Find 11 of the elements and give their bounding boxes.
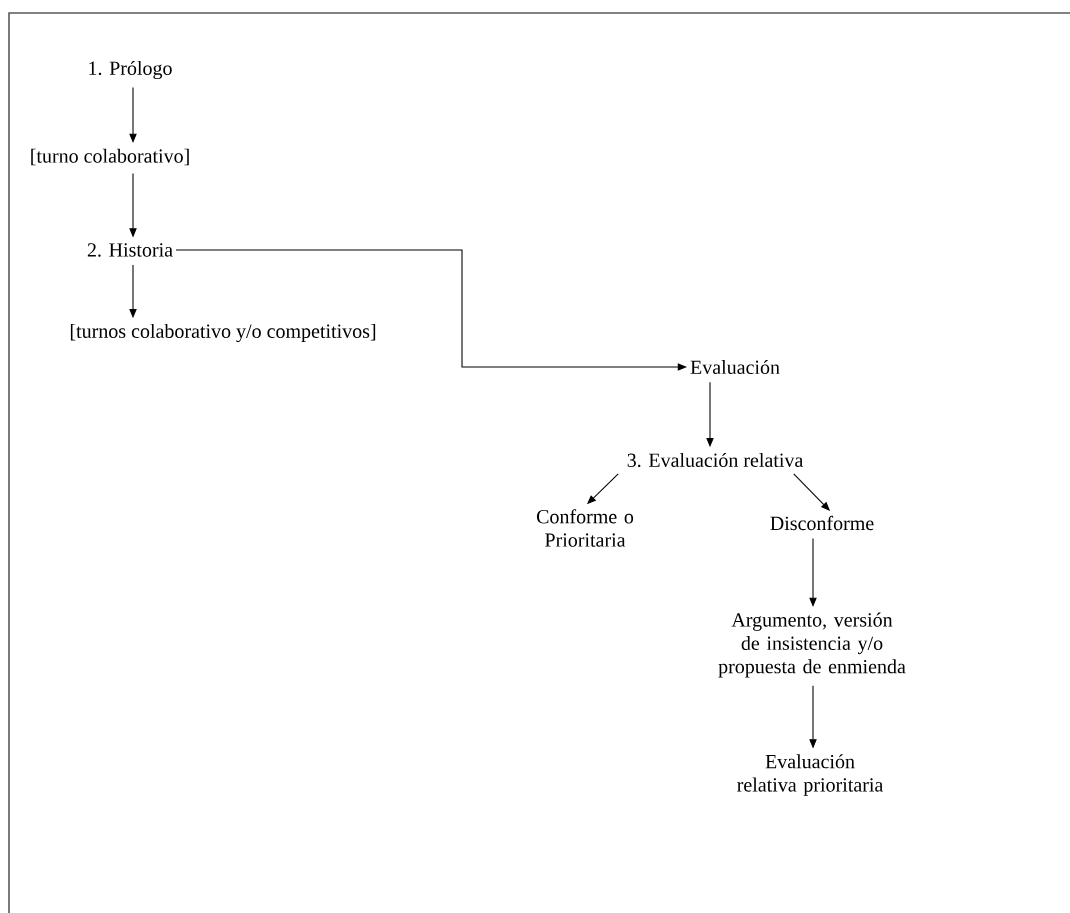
flow-step-label: Evaluación relativa prioritaria — [737, 754, 884, 796]
flow-step-label: 2. Historia — [87, 243, 173, 257]
flow-step-label: 1. Prólogo — [89, 60, 172, 80]
flow-step-label: [turno colaborativo] — [31, 148, 189, 166]
arrow — [809, 537, 817, 607]
flow-step-label: 3. Evaluación relativa — [627, 452, 804, 468]
flow-step-label: Argumento, versión de insistencia y/o propuesta de enmienda — [718, 612, 906, 678]
flow-step-label: [turnos colaborativo y/o competitivos] — [70, 323, 376, 343]
flow-step-label: Conforme o Prioritaria — [536, 509, 634, 547]
flow-step-label: Disconforme — [770, 515, 874, 531]
flow-step-label: Evaluación — [690, 359, 780, 375]
